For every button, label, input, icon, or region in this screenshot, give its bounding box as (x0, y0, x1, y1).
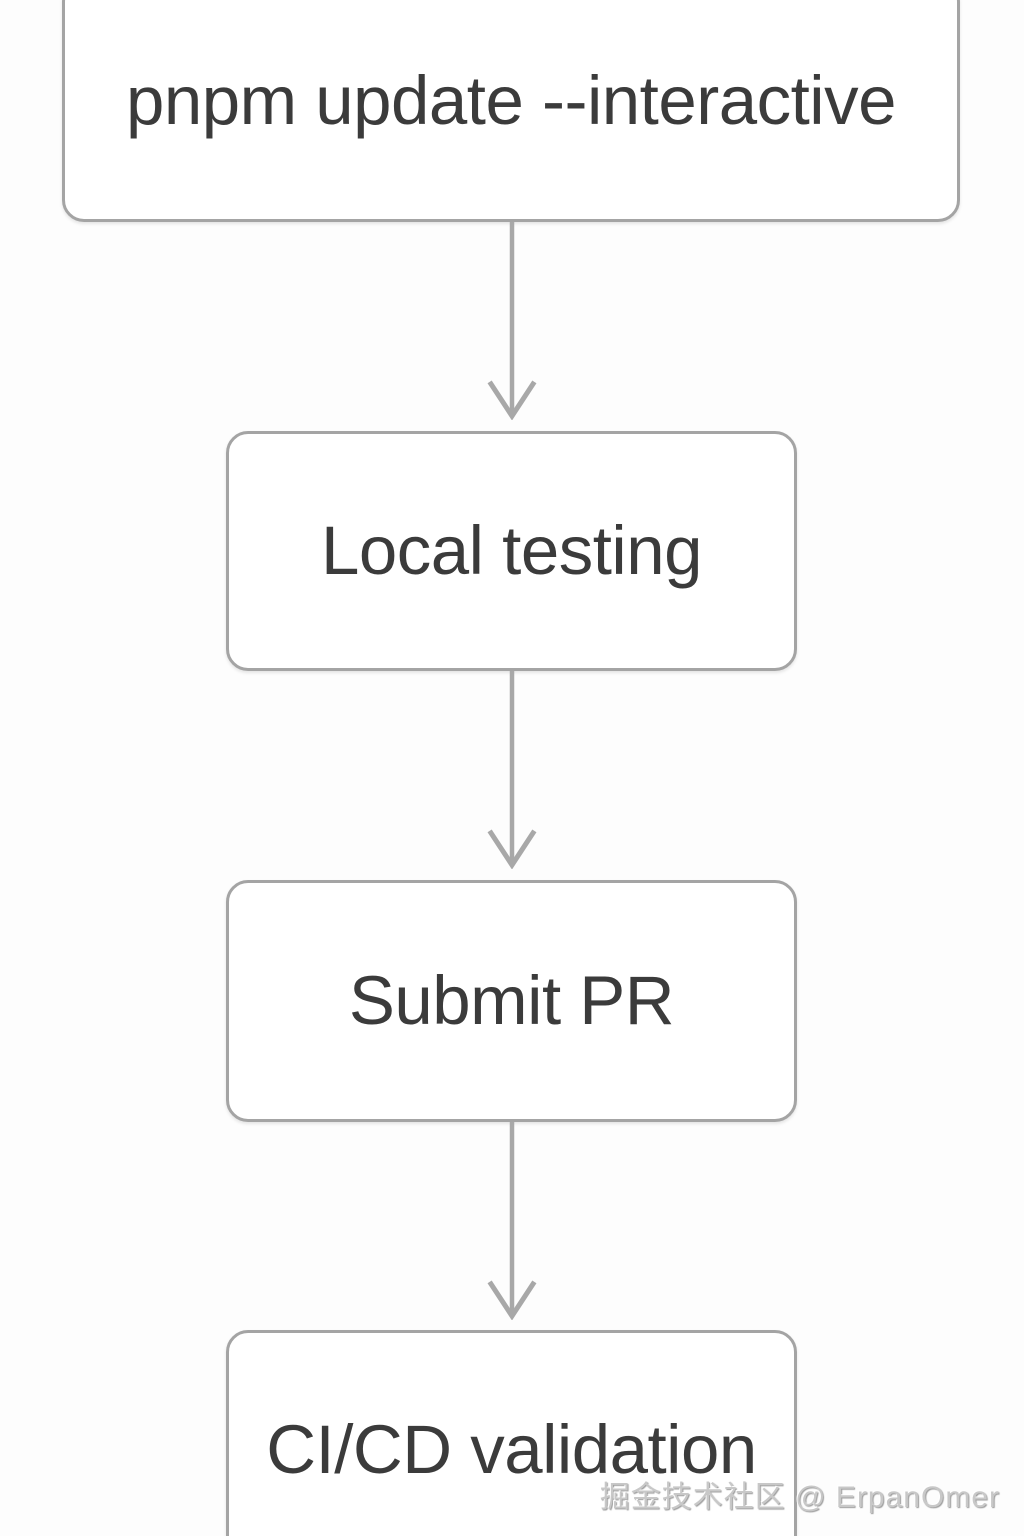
watermark: 掘金技术社区 @ ErpanOmer (599, 1481, 1000, 1514)
flow-node-pnpm-update: pnpm update --interactive (62, 0, 960, 222)
flow-node-label: Submit PR (348, 962, 675, 1040)
flow-arrow-down-1 (487, 222, 537, 420)
flow-arrow-down-2 (487, 671, 537, 869)
flow-node-label: CI/CD validation (266, 1411, 757, 1489)
arrowhead-chevron-icon (487, 380, 537, 420)
flow-node-label: Local testing (321, 512, 702, 590)
flow-node-label: pnpm update --interactive (126, 62, 896, 140)
arrowhead-chevron-icon (487, 1280, 537, 1320)
flow-node-local-testing: Local testing (226, 431, 797, 671)
flow-node-submit-pr: Submit PR (226, 880, 797, 1122)
arrowhead-chevron-icon (487, 829, 537, 869)
flow-node-cicd-validation: CI/CD validation (226, 1330, 797, 1536)
flow-arrow-down-3 (487, 1122, 537, 1320)
